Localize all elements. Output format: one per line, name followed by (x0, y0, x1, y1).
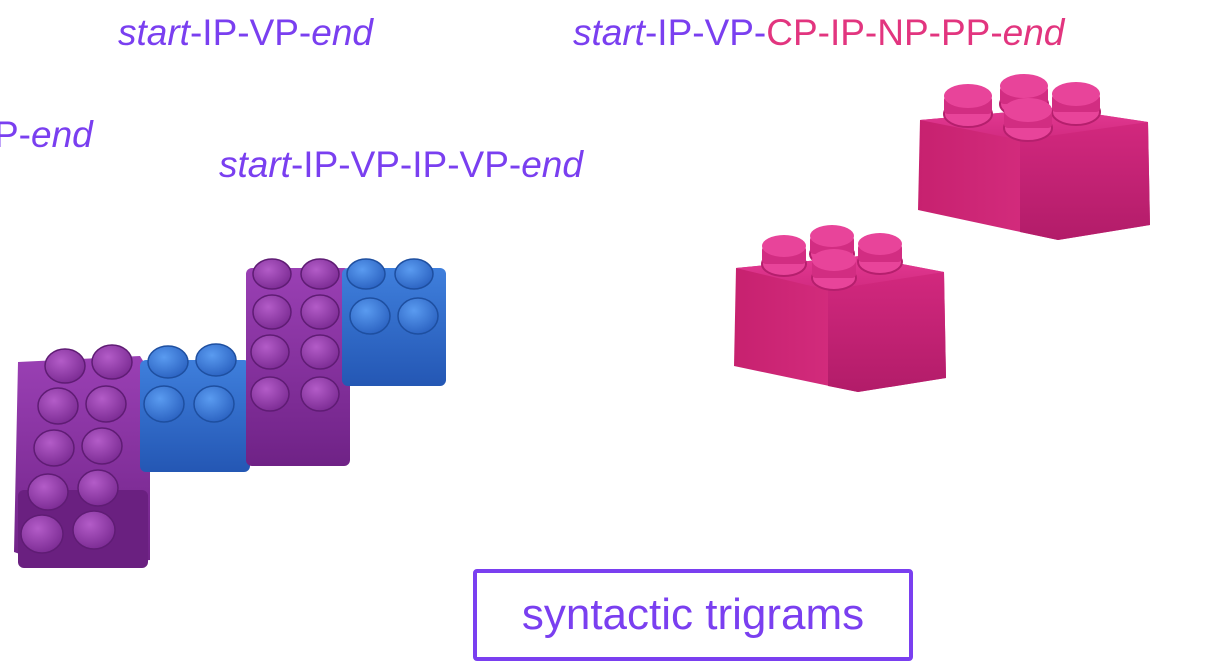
sequence-start-ip-vp-ip-vp-end: start-IP-VP-IP-VP-end (219, 146, 583, 183)
pink-brick-front (734, 225, 946, 392)
seq-d-body: -IP-VP-IP-VP- (290, 144, 522, 185)
syntactic-trigrams-label: syntactic trigrams (473, 569, 913, 661)
seq-c-end: end (31, 114, 93, 155)
seq-a-start: start (118, 12, 190, 53)
seq-b-end: end (1002, 12, 1065, 53)
sequence-cut-off-end: P-end (0, 116, 93, 153)
seq-c-prefix: P- (0, 114, 31, 155)
seq-d-end: end (521, 144, 583, 185)
seq-d-start: start (219, 144, 291, 185)
seq-a-body: -IP-VP- (189, 12, 312, 53)
seq-b-body-purple: -IP-VP- (644, 12, 767, 53)
seq-a-end: end (311, 12, 373, 53)
seq-b-start: start (573, 12, 645, 53)
purple-blue-brick-chain (14, 258, 446, 568)
sequence-start-ip-vp-cp-ip-np-pp-end: start-IP-VP-CP-IP-NP-PP-end (573, 14, 1064, 51)
sequence-start-ip-vp-end: start-IP-VP-end (118, 14, 373, 51)
seq-b-body-pink: CP-IP-NP-PP- (766, 12, 1003, 53)
pink-brick-back (918, 74, 1150, 240)
